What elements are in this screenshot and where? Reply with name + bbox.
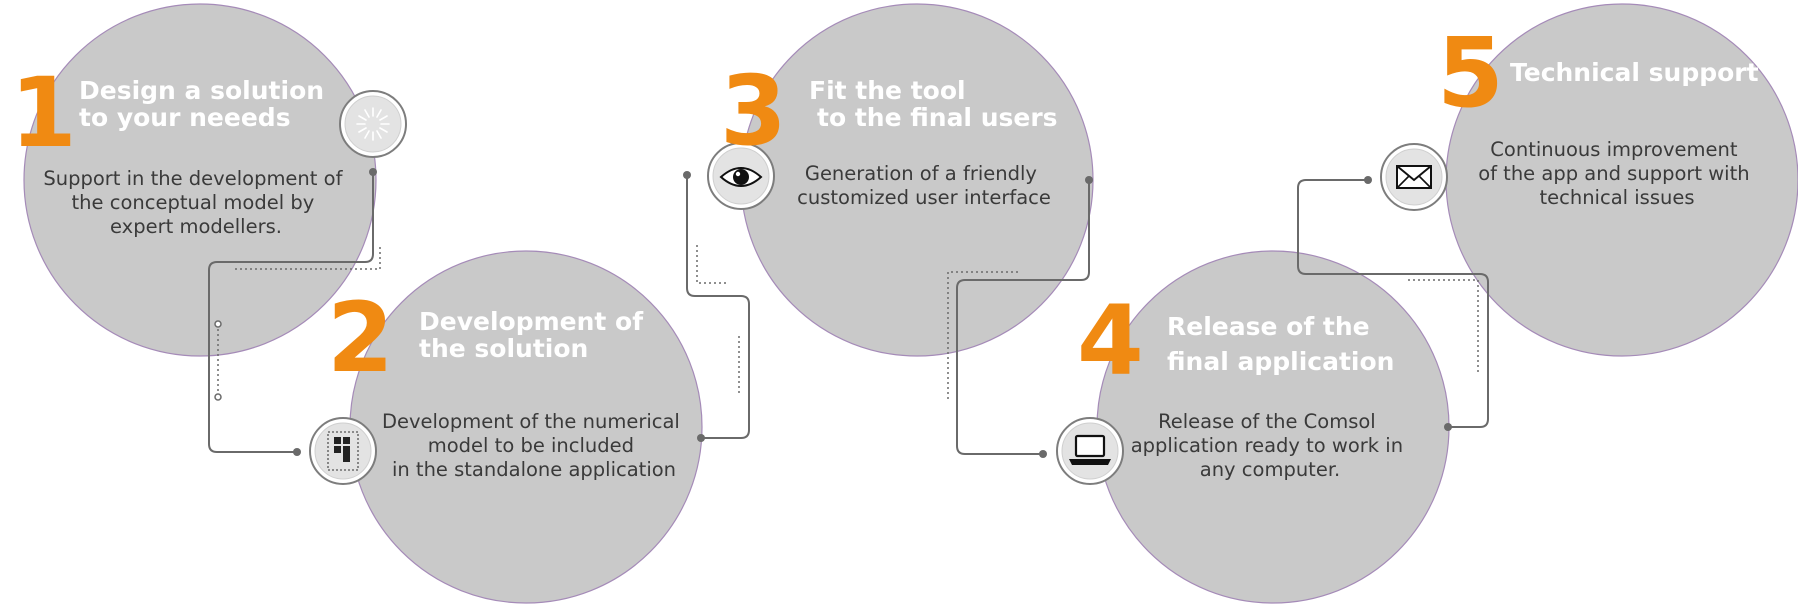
step-2-title: Development of the solution [419,307,652,363]
connector-dot [1444,423,1452,431]
step-2-icon-badge [309,417,377,485]
step-5-number: 5 [1437,17,1504,129]
step-4-description: Release of the Comsol application ready … [1131,410,1410,481]
connectors [208,168,1489,458]
step-4-number: 4 [1077,285,1144,397]
step-5-icon-badge [1380,143,1448,211]
connector-dotted [947,271,1018,400]
step-1-description: Support in the development of the concep… [43,167,348,238]
step-2-number: 2 [327,282,394,394]
connector-dot [293,448,301,456]
envelope-icon [1396,165,1432,189]
blocks-icon [327,431,359,471]
connector-dotted [235,246,381,270]
step-3-description: Generation of a friendly customized user… [797,162,1051,209]
step-5-description: Continuous improvement of the app and su… [1478,138,1756,209]
step-1 [23,3,377,357]
connector-dot [683,171,691,179]
eye-icon [719,167,763,187]
step-1-number: 1 [10,57,77,169]
step-4-icon-badge [1056,417,1124,485]
connector-dot [697,434,705,442]
step-1-circle [23,3,377,357]
step-3-title: Fit the tool to the final users [809,76,1058,132]
step-4-title: Release of the final application [1167,312,1394,376]
connector-4-5 [1297,179,1489,428]
connector-1-2 [208,172,374,453]
connector-dot [1085,176,1093,184]
step-3-icon-badge [707,142,775,210]
connector-dotted [696,245,727,284]
connector-dot [1364,176,1372,184]
laptop-icon [1069,434,1111,465]
step-1-title: Design a solution to your neeeds [79,76,333,132]
connector-dotted [1408,279,1479,372]
connector-ring [214,320,222,328]
connector-3-4 [956,180,1090,455]
connector-ring [214,393,222,401]
step-3-number: 3 [720,55,787,167]
step-5-title: Technical support [1510,58,1759,87]
step-2-description: Development of the numerical model to be… [382,410,686,481]
step-1-icon-badge [339,90,407,158]
connector-2-3 [686,175,750,439]
connector-dot [1039,450,1047,458]
loading-spinner-icon [356,107,390,141]
connector-dot [369,168,377,176]
